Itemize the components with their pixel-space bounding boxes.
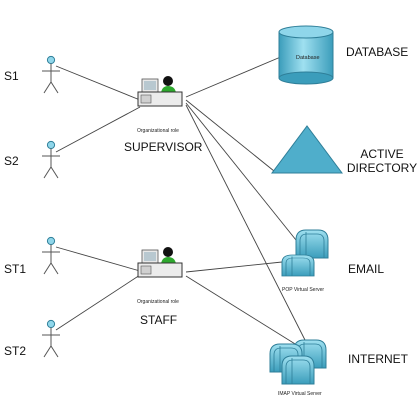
supervisor-workstation-icon [137, 75, 183, 107]
supervisor-caption: Organizational role [137, 128, 179, 134]
staff-workstation-icon [137, 246, 183, 278]
link-supervisor-email [185, 102, 301, 246]
link-supervisor-database [185, 55, 284, 98]
link-st2-staff [55, 274, 141, 331]
link-supervisor-internet [185, 104, 306, 341]
email-label: EMAIL [348, 262, 385, 276]
link-staff-internet [185, 275, 301, 348]
internet-label: INTERNET [348, 352, 408, 366]
connection-lines [55, 55, 306, 348]
active-directory-label-line2: DIRECTORY [346, 161, 418, 175]
database-label: DATABASE [346, 45, 409, 59]
link-supervisor-directory [185, 99, 275, 172]
database-inner-text: Database [296, 55, 320, 61]
actor-s1-icon [41, 55, 61, 94]
active-directory-label-line1: ACTIVE [360, 147, 404, 161]
actor-st2-icon [41, 319, 61, 358]
active-directory-triangle-icon [271, 125, 343, 174]
actor-st1-icon [41, 236, 61, 275]
link-st1-staff [55, 246, 141, 272]
actor-s2-icon [41, 140, 61, 179]
actor-s2-label: S2 [4, 154, 19, 168]
actor-s1-label: S1 [4, 69, 19, 83]
link-s2-supervisor [55, 106, 141, 153]
actor-st1-label: ST1 [4, 262, 27, 276]
internet-server-icon [269, 339, 327, 385]
database-cylinder-icon [278, 25, 334, 85]
email-caption: POP Virtual Server [282, 287, 325, 293]
link-s1-supervisor [55, 65, 141, 101]
link-staff-email [185, 261, 283, 273]
staff-caption: Organizational role [137, 299, 179, 305]
actor-st2-label: ST2 [4, 344, 27, 358]
staff-label: STAFF [140, 313, 178, 327]
email-server-icon [281, 229, 329, 277]
internet-caption: IMAP Virtual Server [278, 391, 322, 397]
supervisor-label: SUPERVISOR [124, 140, 203, 154]
